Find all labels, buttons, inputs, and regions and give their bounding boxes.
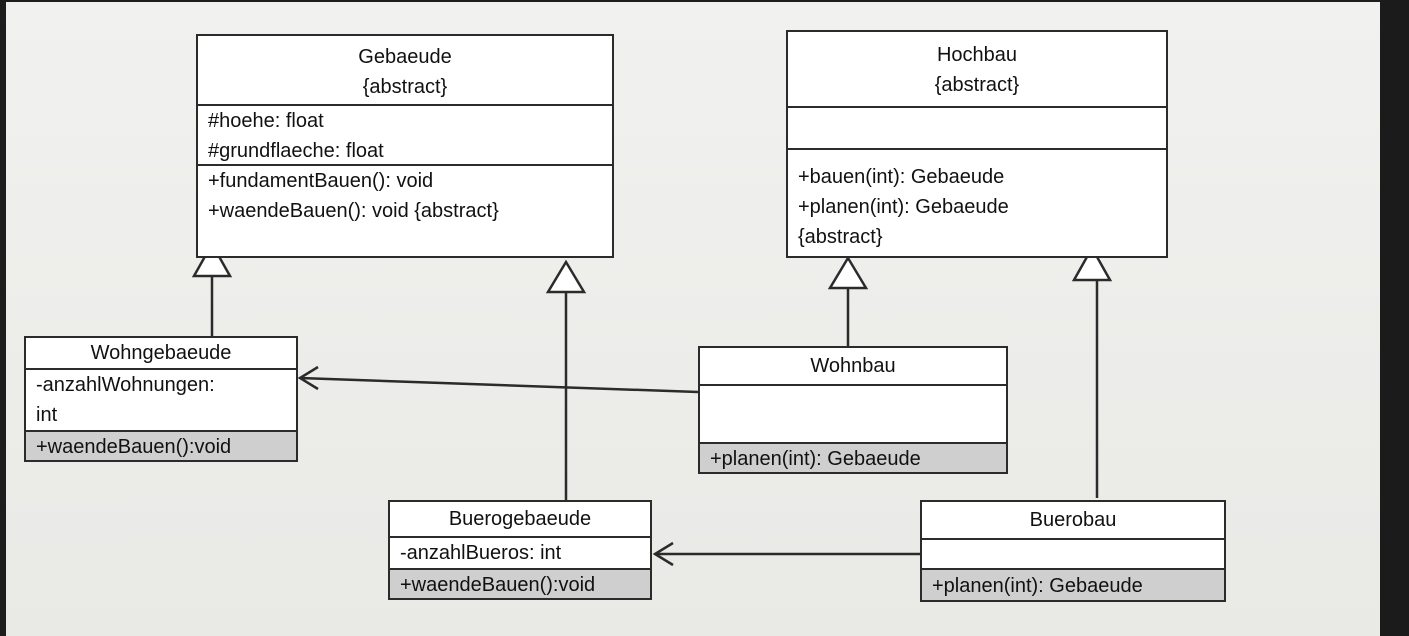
class-buerobau-operations: +planen(int): Gebaeude bbox=[922, 568, 1224, 600]
class-buerobau: Buerobau +planen(int): Gebaeude bbox=[920, 500, 1226, 602]
class-wohnbau-name: Wohnbau bbox=[810, 355, 896, 377]
class-gebaeude-header: Gebaeude {abstract} bbox=[198, 36, 612, 104]
class-buerogebaeude-attributes: -anzahlBueros: int bbox=[390, 536, 650, 568]
generalization-arrowhead-gebaeude-2 bbox=[545, 259, 587, 294]
attribute: -anzahlBueros: int bbox=[400, 542, 562, 564]
dependency-arrowhead-wohngebaeude bbox=[297, 365, 319, 391]
class-gebaeude-stereotype: {abstract} bbox=[362, 76, 448, 98]
class-wohngebaeude: Wohngebaeude -anzahlWohnungen: int +waen… bbox=[24, 336, 298, 462]
class-wohngebaeude-operations: +waendeBauen():void bbox=[26, 430, 296, 460]
class-hochbau-header: Hochbau {abstract} bbox=[788, 32, 1166, 106]
generalization-arrowhead-gebaeude-1 bbox=[191, 241, 233, 278]
paper-background: Gebaeude {abstract} #hoehe: float #grund… bbox=[0, 0, 1380, 636]
class-gebaeude-attributes: #hoehe: float #grundflaeche: float bbox=[198, 104, 612, 164]
class-wohngebaeude-header: Wohngebaeude bbox=[26, 338, 296, 368]
class-wohnbau-operations: +planen(int): Gebaeude bbox=[700, 442, 1006, 472]
class-hochbau-stereotype: {abstract} bbox=[934, 74, 1020, 96]
attribute: -anzahlWohnungen: bbox=[36, 374, 215, 396]
class-buerogebaeude: Buerogebaeude -anzahlBueros: int +waende… bbox=[388, 500, 652, 600]
class-wohngebaeude-name: Wohngebaeude bbox=[90, 342, 232, 364]
attribute: #hoehe: float bbox=[208, 110, 324, 132]
class-buerobau-name: Buerobau bbox=[1029, 509, 1117, 531]
operation: +fundamentBauen(): void bbox=[208, 170, 434, 192]
class-buerogebaeude-name: Buerogebaeude bbox=[448, 508, 592, 530]
dependency-wohnbau-wohngebaeude bbox=[299, 376, 699, 394]
class-gebaeude-name: Gebaeude bbox=[358, 46, 452, 68]
generalization-arrowhead-hochbau-2 bbox=[1071, 245, 1113, 282]
class-hochbau: Hochbau {abstract} +bauen(int): Gebaeude… bbox=[786, 30, 1168, 258]
attribute: int bbox=[36, 404, 58, 426]
operation: +planen(int): Gebaeude bbox=[710, 448, 921, 470]
operation: {abstract} bbox=[798, 226, 883, 248]
operation: +planen(int): Gebaeude bbox=[932, 575, 1143, 597]
dependency-arrowhead-buerogebaeude bbox=[652, 541, 674, 567]
class-buerobau-attributes bbox=[922, 538, 1224, 568]
class-wohnbau: Wohnbau +planen(int): Gebaeude bbox=[698, 346, 1008, 474]
class-wohnbau-header: Wohnbau bbox=[700, 348, 1006, 384]
operation: +waendeBauen():void bbox=[400, 574, 596, 596]
class-wohngebaeude-attributes: -anzahlWohnungen: int bbox=[26, 368, 296, 430]
class-gebaeude-operations: +fundamentBauen(): void +waendeBauen(): … bbox=[198, 164, 612, 256]
class-hochbau-attributes bbox=[788, 106, 1166, 148]
attribute: #grundflaeche: float bbox=[208, 140, 384, 162]
class-wohnbau-attributes bbox=[700, 384, 1006, 442]
operation: +bauen(int): Gebaeude bbox=[798, 166, 1005, 188]
class-buerogebaeude-header: Buerogebaeude bbox=[390, 502, 650, 536]
class-hochbau-name: Hochbau bbox=[936, 44, 1018, 66]
class-buerobau-header: Buerobau bbox=[922, 502, 1224, 538]
class-hochbau-operations: +bauen(int): Gebaeude +planen(int): Geba… bbox=[788, 148, 1166, 256]
operation: +waendeBauen():void bbox=[36, 436, 232, 458]
class-buerogebaeude-operations: +waendeBauen():void bbox=[390, 568, 650, 598]
dark-page-edge bbox=[1380, 0, 1409, 636]
photo-edge-frame bbox=[0, 0, 1380, 636]
class-gebaeude: Gebaeude {abstract} #hoehe: float #grund… bbox=[196, 34, 614, 258]
operation: +waendeBauen(): void {abstract} bbox=[208, 200, 499, 222]
generalization-arrowhead-hochbau-1 bbox=[827, 255, 869, 290]
operation: +planen(int): Gebaeude bbox=[798, 196, 1009, 218]
relation-lines bbox=[191, 241, 1113, 567]
